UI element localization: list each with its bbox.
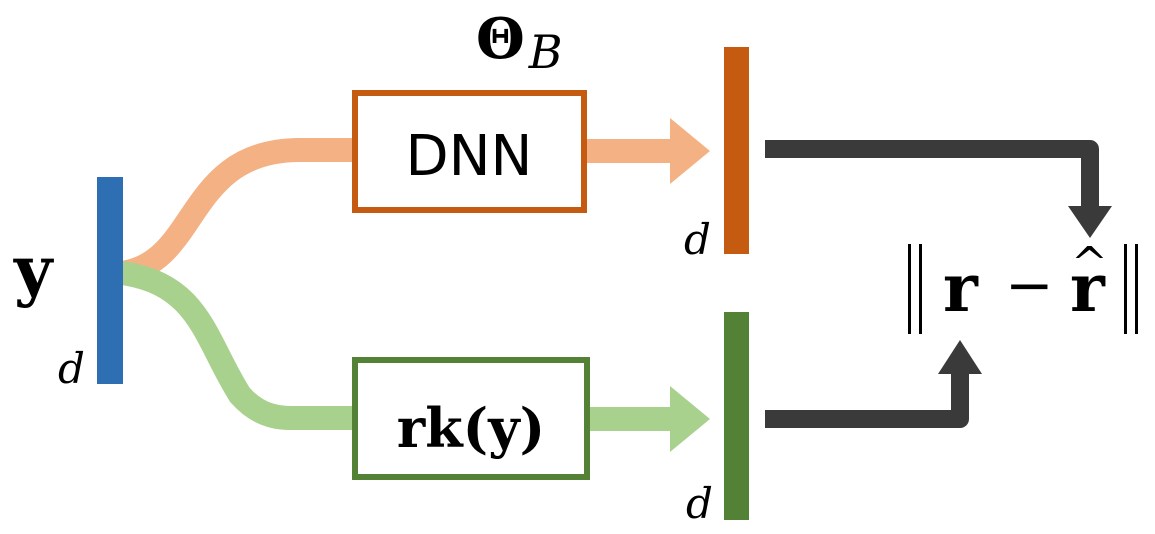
input-symbol: y [13, 231, 54, 309]
loss-norm-bar-right-2 [1135, 244, 1138, 334]
loss-norm-bar-right-1 [1124, 244, 1127, 334]
loss-norm-bar-left-2 [919, 244, 922, 334]
top-arrow-shaft [587, 139, 677, 163]
loss-expression: r − r ^ [908, 238, 1138, 334]
rk-output-bar [724, 312, 749, 520]
theta-symbol: Θ [476, 6, 525, 72]
loss-rhs-hat: ^ [1071, 238, 1108, 289]
top-arrow-head [670, 118, 710, 184]
dnn-label: DNN [406, 124, 533, 189]
loss-minus: − [1005, 251, 1054, 319]
dnn-output-dim-label: d [684, 215, 711, 264]
top-to-loss-connector [765, 140, 1099, 210]
dnn-block [352, 90, 587, 213]
input-vector-bar [97, 177, 123, 384]
bottom-arrow-head [670, 386, 710, 452]
dnn-parameter-label: ΘB [476, 6, 563, 79]
loss-rhs: r [1070, 249, 1106, 327]
rk-output-dim-label: d [686, 479, 713, 528]
bottom-arrow-shaft [590, 407, 677, 431]
rk-block [352, 357, 590, 480]
bottom-branch-path [119, 261, 355, 431]
dnn-output-bar [724, 47, 749, 254]
input-dim-label: d [58, 344, 85, 393]
bottom-to-loss-connector [765, 372, 969, 428]
loss-lhs: r [943, 249, 979, 327]
theta-subscript: B [528, 25, 563, 79]
loss-norm-bar-left-1 [908, 244, 911, 334]
bottom-to-loss-arrowhead [938, 340, 982, 374]
rk-label: rk(y) [397, 396, 545, 460]
top-to-loss-arrowhead [1068, 206, 1112, 238]
top-branch-path [119, 138, 355, 285]
